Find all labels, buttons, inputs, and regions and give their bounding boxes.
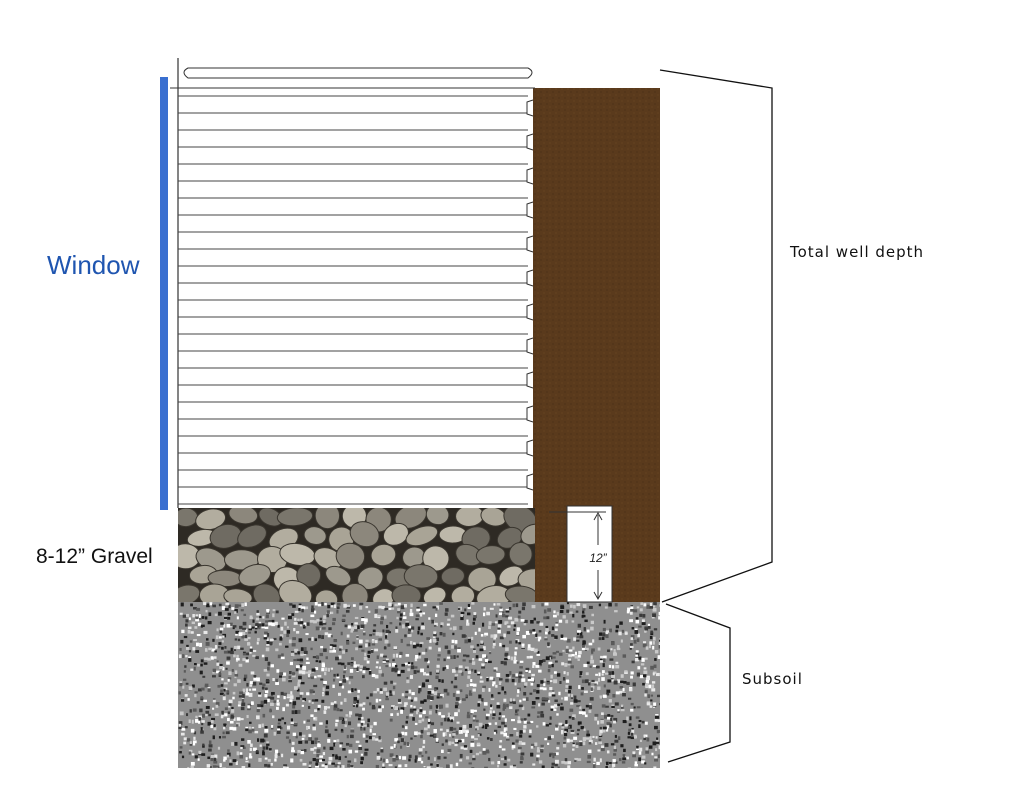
- window-indicator-bar: [160, 77, 168, 510]
- subsoil-bracket: [665, 603, 731, 763]
- gravel-label: 8-12” Gravel: [36, 545, 153, 568]
- subsoil-layer: [178, 602, 660, 768]
- total-depth-bracket: [659, 69, 773, 603]
- window-well-wall: [170, 58, 535, 508]
- window-label: Window: [47, 250, 140, 280]
- gravel-height-label: 12”: [589, 551, 607, 565]
- total-depth-label: Total well depth: [789, 243, 924, 261]
- subsoil-label: Subsoil: [742, 670, 803, 688]
- gravel-depth-marker: 12”: [549, 505, 613, 603]
- gravel-layer: [178, 508, 535, 602]
